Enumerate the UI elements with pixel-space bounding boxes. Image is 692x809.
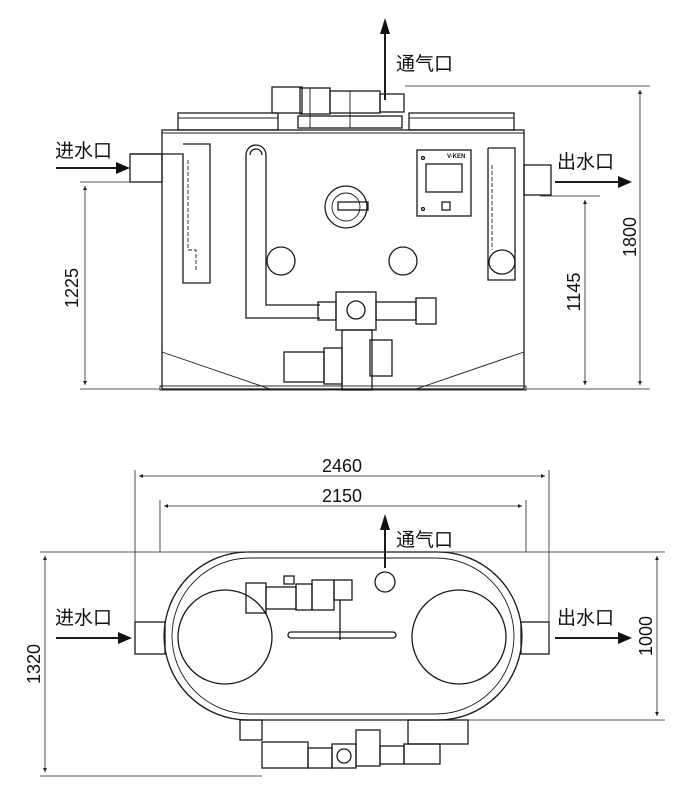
front-inlet-label: 进水口	[55, 140, 112, 162]
front-view: V-KEN 通气口 进水口 出水口	[55, 18, 650, 391]
control-panel: V-KEN	[416, 149, 472, 217]
top-internal-bar	[287, 631, 397, 639]
dim-inlet-height: 1225	[62, 268, 82, 308]
top-chamber-right	[411, 589, 507, 685]
front-bottom-pump	[283, 291, 437, 391]
dim-overall-length: 2460	[322, 456, 362, 476]
top-outlet-label: 出水口	[557, 607, 614, 629]
dim-outlet-height: 1145	[564, 273, 584, 312]
top-tank-outline	[163, 551, 523, 721]
front-lid-left	[177, 112, 279, 131]
front-inlet-channel	[129, 143, 211, 284]
front-outlet-label: 出水口	[557, 151, 614, 173]
top-dimensions: 2460 2150 1320 1000	[24, 456, 665, 777]
top-inlet-stub	[134, 621, 166, 655]
front-dimensions: 1225 1145 1800	[62, 85, 650, 390]
front-manhole	[324, 185, 369, 229]
dim-body-length: 2150	[322, 486, 362, 506]
front-porthole-right	[388, 246, 418, 276]
front-top-pump	[271, 86, 405, 129]
top-chamber-left	[177, 589, 273, 685]
top-inlet-label: 进水口	[55, 607, 112, 629]
front-tank-body	[161, 129, 525, 390]
front-outlet-channel	[487, 147, 552, 281]
dim-overall-width: 1320	[24, 644, 44, 684]
front-lid-right	[408, 112, 515, 131]
top-vent-label: 通气口	[396, 529, 453, 551]
front-porthole-left	[266, 246, 296, 276]
brand-label: V-KEN	[447, 154, 465, 160]
top-vent-opening	[374, 571, 396, 593]
dim-total-height: 1800	[620, 217, 640, 257]
top-view-bottom-pump	[239, 719, 469, 769]
top-view-pump	[245, 575, 353, 614]
dim-body-width: 1000	[636, 616, 656, 656]
top-view: 通气口 进水口 出水口 2460 2150 1320 1000	[24, 456, 665, 777]
front-internal-pipe	[245, 144, 320, 319]
top-outlet-stub	[520, 621, 550, 655]
front-vent-label: 通气口	[396, 53, 453, 75]
